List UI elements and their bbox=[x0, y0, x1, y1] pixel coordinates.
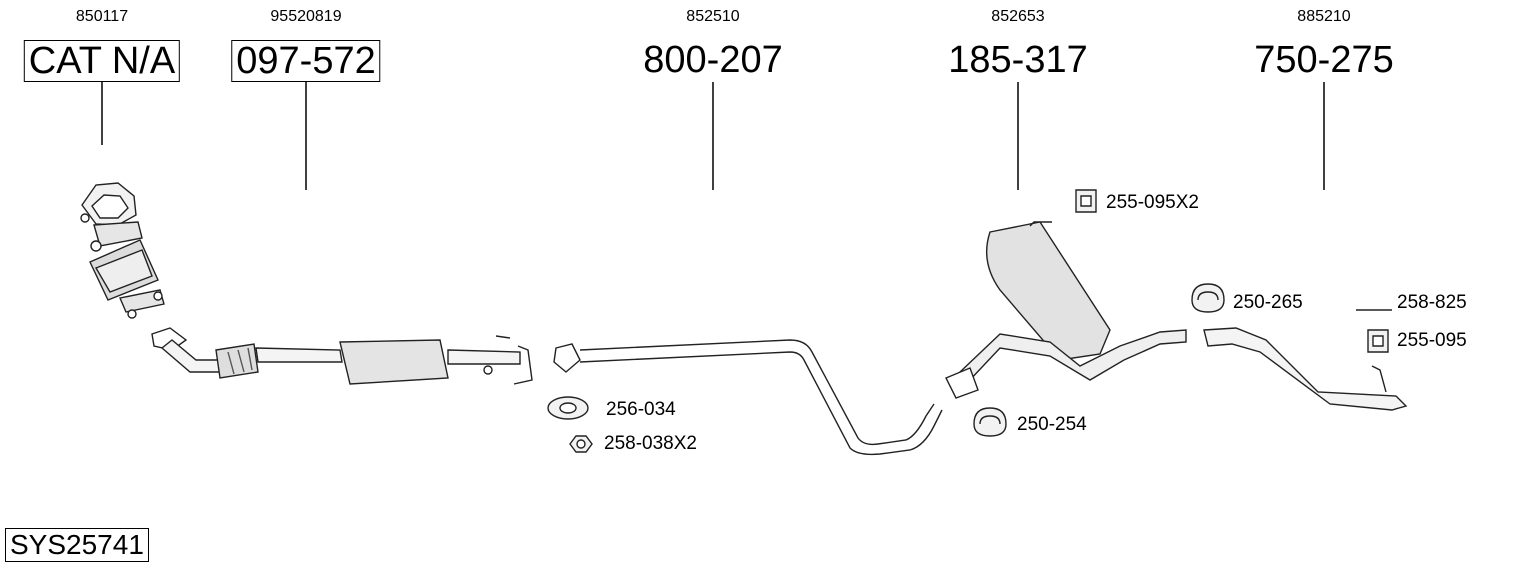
accessory-bolt-label[interactable]: 258-825 bbox=[1397, 292, 1467, 313]
part-ref-rear-silencer[interactable]: 185-317 bbox=[948, 39, 1088, 81]
accessory-gasket-label[interactable]: 256-034 bbox=[606, 399, 676, 420]
front-pipe-drawing bbox=[151, 327, 533, 385]
accessory-clamp-label[interactable]: 250-265 bbox=[1233, 292, 1303, 313]
accessory-rubber-mount-x2-label[interactable]: 255-095X2 bbox=[1106, 192, 1199, 213]
oe-number-850117: 850117 bbox=[75, 8, 129, 25]
catalytic-converter-drawing bbox=[80, 182, 165, 319]
accessory-nut-label[interactable]: 258-038X2 bbox=[604, 433, 697, 454]
accessory-rubber-mount-label[interactable]: 255-095 bbox=[1397, 330, 1467, 351]
clamp-2-icon bbox=[973, 407, 1007, 437]
accessory-clamp-2-label[interactable]: 250-254 bbox=[1017, 414, 1087, 435]
oe-number-885210: 885210 bbox=[1297, 8, 1351, 25]
middle-pipe-drawing bbox=[553, 339, 943, 456]
part-ref-front-pipe[interactable]: 097-572 bbox=[231, 40, 381, 82]
part-ref-tail-pipe[interactable]: 750-275 bbox=[1254, 39, 1394, 81]
oe-number-852653: 852653 bbox=[991, 8, 1045, 25]
part-ref-catalytic[interactable]: CAT N/A bbox=[23, 40, 181, 82]
tail-pipe-drawing bbox=[1203, 327, 1408, 411]
oe-number-95520819: 95520819 bbox=[270, 8, 342, 25]
part-ref-middle-pipe[interactable]: 800-207 bbox=[643, 39, 783, 81]
oe-number-852510: 852510 bbox=[686, 8, 740, 25]
system-code: SYS25741 bbox=[5, 528, 149, 562]
rear-silencer-drawing bbox=[945, 221, 1187, 399]
clamp-icon bbox=[1191, 283, 1225, 313]
